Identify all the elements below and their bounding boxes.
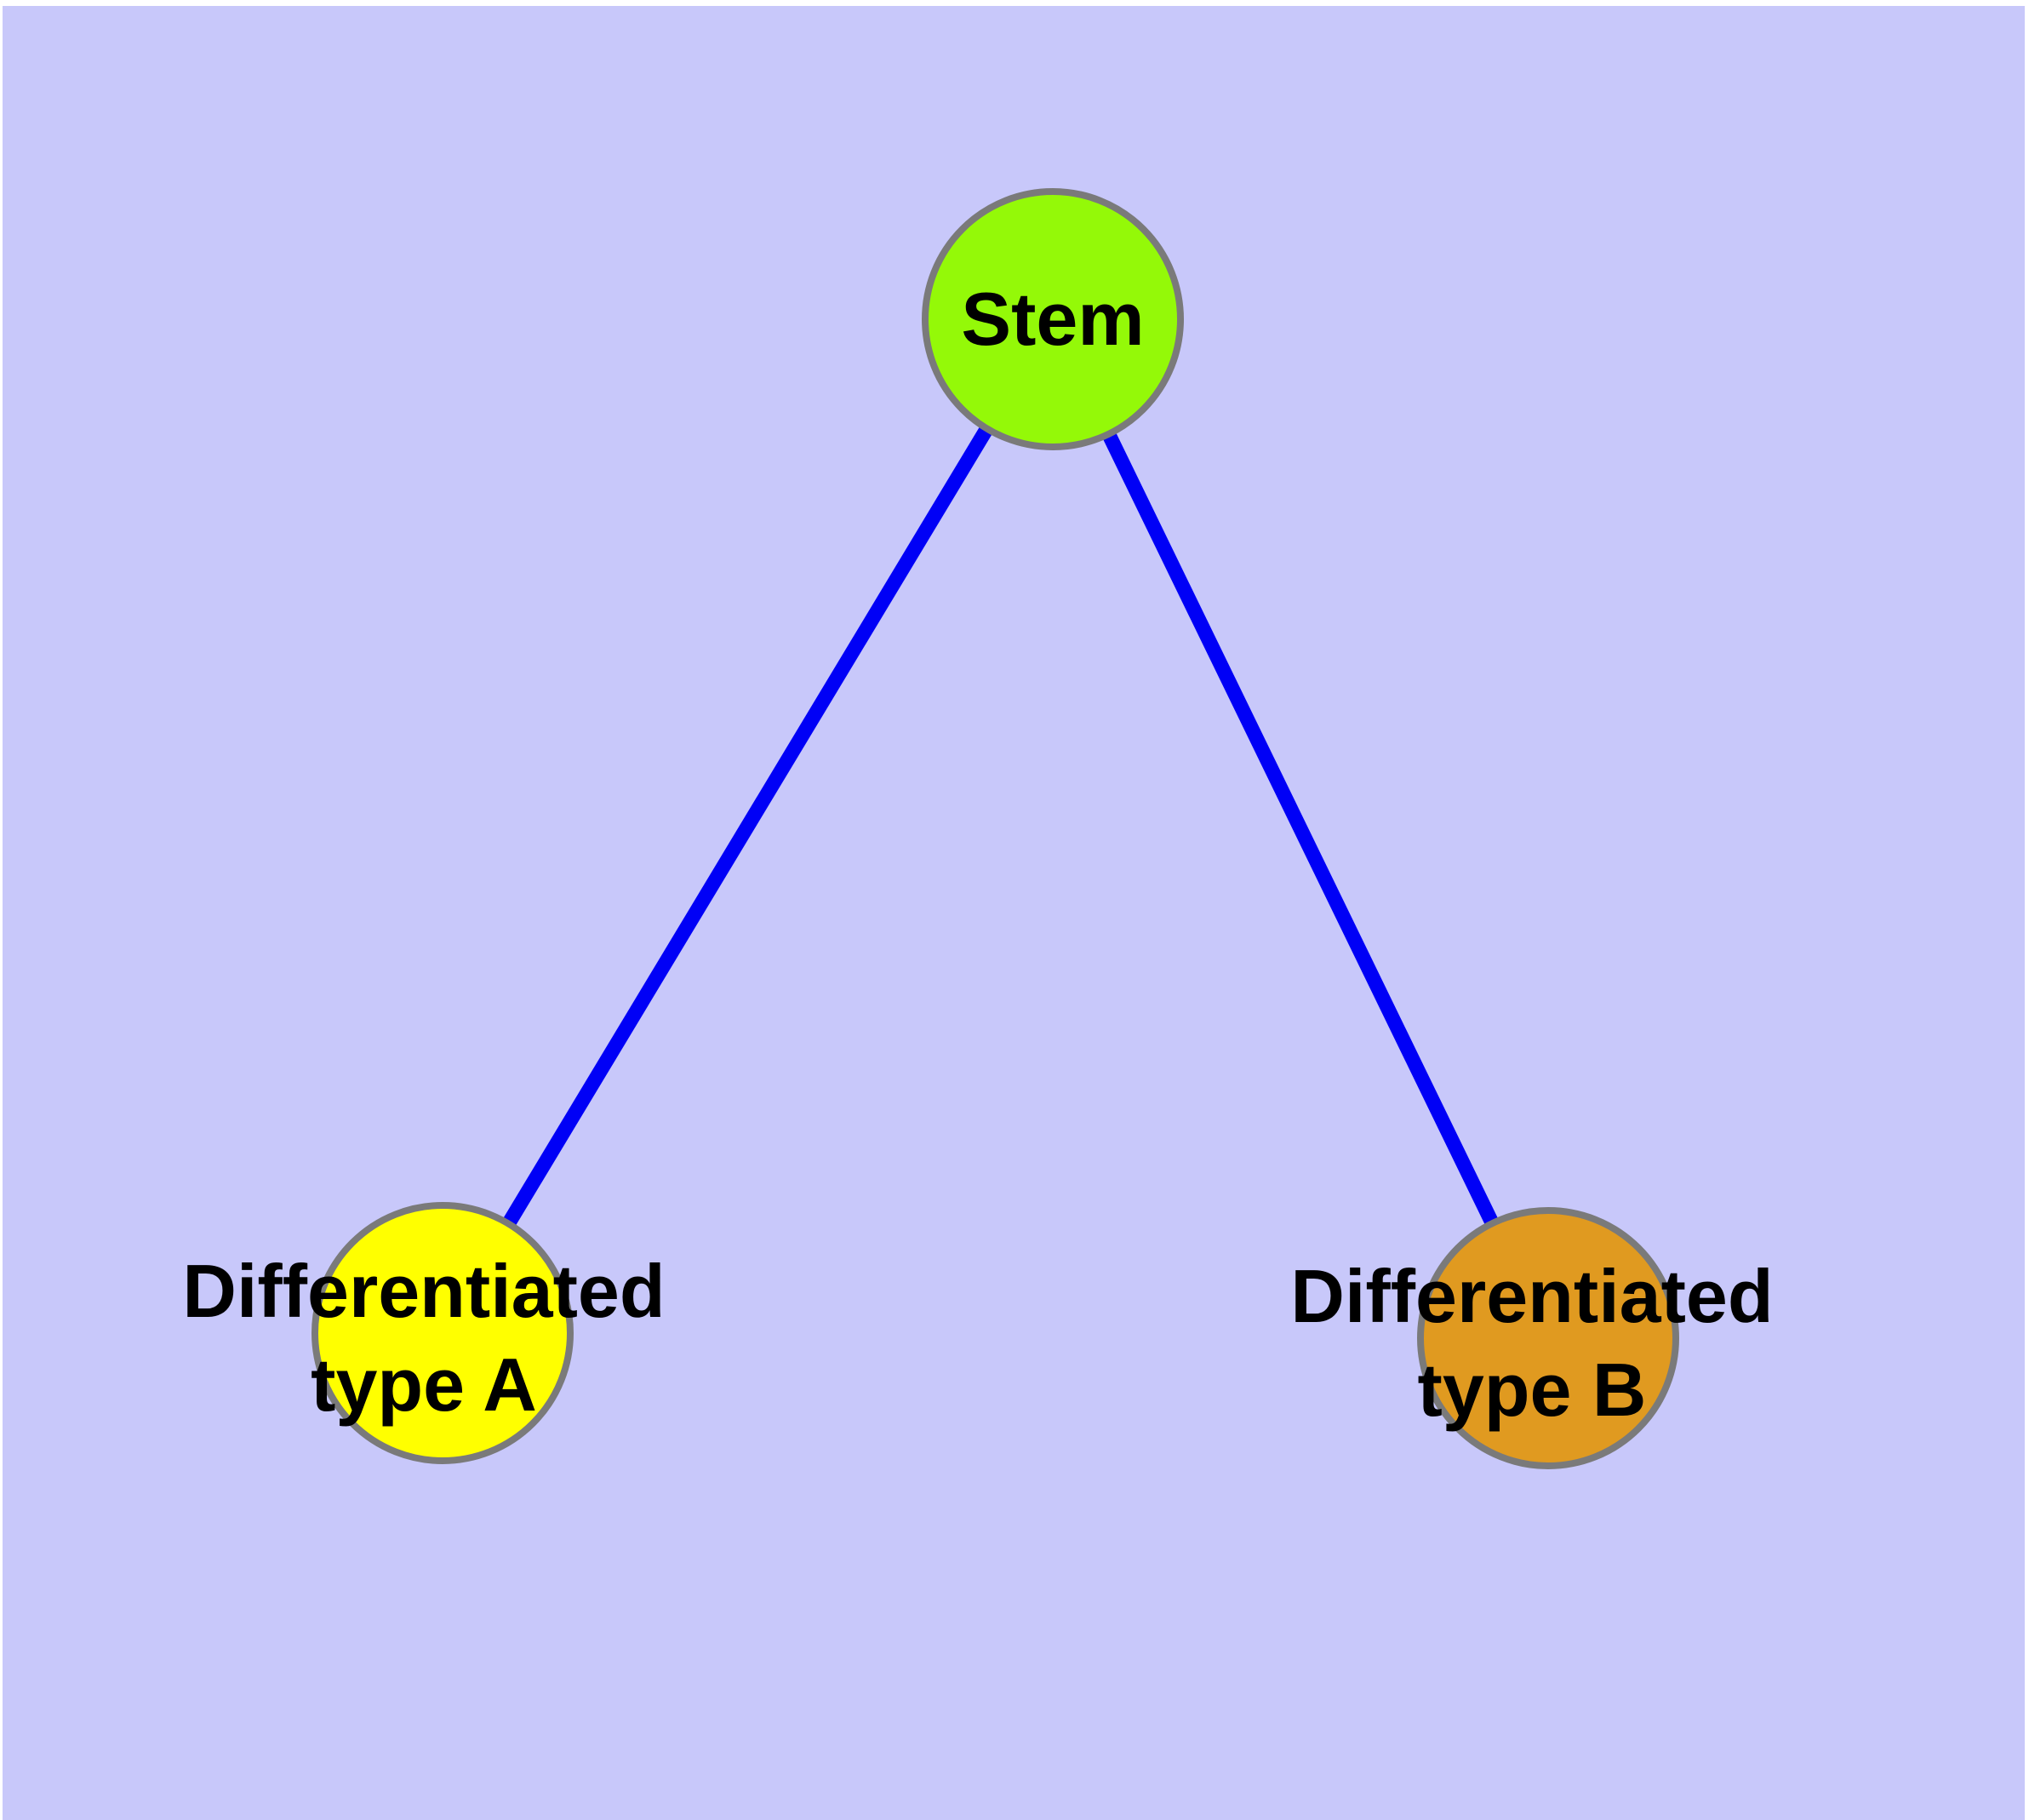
node-type-b-label-line2: type B [1418,1348,1647,1432]
edge-stem-to-type-b [1046,316,1555,1342]
edge-stem-to-type-a [436,315,1060,1337]
node-stem-label: Stem [961,277,1144,361]
node-type-b-label-line1: Differentiated [1290,1254,1773,1338]
node-stem [922,188,1184,450]
node-type-a-label-line2: type A [311,1342,537,1427]
node-type-a [311,1202,574,1464]
node-type-a-label-line1: Differentiated [182,1249,665,1333]
node-type-b [1417,1207,1679,1469]
